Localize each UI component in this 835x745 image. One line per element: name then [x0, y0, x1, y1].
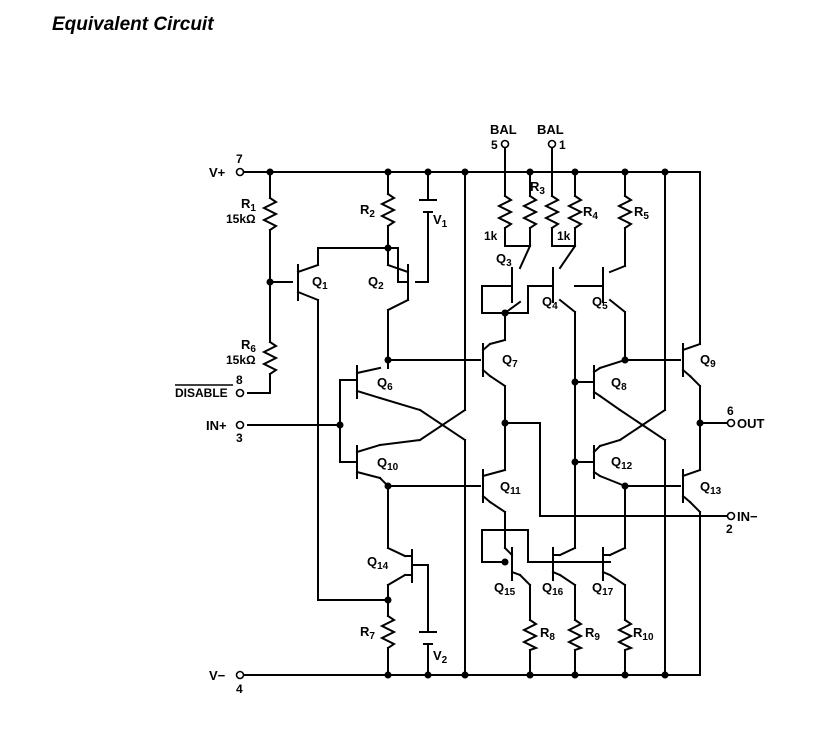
pin-disable-name: DISABLE: [175, 386, 228, 400]
junction-dots: [266, 168, 704, 679]
label-1k-right: 1k: [557, 229, 571, 243]
label-q4: Q4: [542, 294, 558, 312]
label-r10: R10: [633, 625, 654, 643]
pin-bal1-num: 1: [559, 138, 566, 152]
transistor-q16: [551, 547, 562, 581]
label-q7: Q7: [502, 352, 518, 370]
transistor-q15: [503, 546, 522, 581]
label-q5: Q5: [592, 294, 608, 312]
pin-inplus-name: IN+: [206, 418, 227, 433]
pin-out-num: 6: [727, 404, 734, 418]
label-q10: Q10: [377, 455, 399, 473]
pin-inminus-num: 2: [726, 522, 733, 536]
transistors: [296, 263, 702, 583]
label-1k-left: 1k: [484, 229, 498, 243]
pin-out-name: OUT: [737, 416, 765, 431]
resistor-r5: [616, 194, 634, 230]
label-r9: R9: [585, 625, 600, 643]
pin-inminus-name: IN−: [737, 509, 758, 524]
label-r7: R7: [360, 624, 375, 642]
label-q17: Q17: [592, 580, 614, 598]
label-r2: R2: [360, 202, 375, 220]
pin-vminus-num: 4: [236, 682, 243, 696]
wires: [247, 147, 729, 676]
pin-bal5-num: 5: [491, 138, 498, 152]
transistor-q5: [574, 267, 604, 303]
label-r4: R4: [583, 204, 598, 222]
transistor-q11: [481, 468, 507, 504]
transistor-q9: [681, 342, 702, 378]
transistor-q6: [355, 365, 382, 400]
resistor-r2: [379, 192, 397, 228]
transistor-q13: [681, 468, 702, 504]
resistors: [261, 192, 634, 652]
transistor-q17: [601, 547, 612, 581]
label-r8: R8: [540, 625, 555, 643]
label-r5: R5: [634, 204, 649, 222]
transistor-q1: [296, 263, 320, 302]
label-r3: R3: [530, 179, 545, 197]
resistor-r7: [379, 614, 397, 650]
pin-disable-num: 8: [236, 373, 243, 387]
label-r1: R1: [241, 196, 256, 214]
pin-terminals: [235, 139, 736, 680]
resistor-r4: [566, 194, 584, 230]
pin-bal1-name: BAL: [537, 122, 564, 137]
resistor-r1: [261, 196, 279, 232]
pin-vplus-num: 7: [236, 152, 243, 166]
transistor-q14: [404, 549, 413, 583]
pin-inplus-num: 3: [236, 431, 243, 445]
label-v1: V1: [433, 212, 448, 230]
label-v2: V2: [433, 648, 448, 666]
transistor-q7: [481, 342, 492, 378]
pin-labels: V+ 7 V− 4 DISABLE 8 IN+ 3 IN− 2 OUT 6 BA…: [175, 122, 765, 696]
component-labels: R1 15kΩ R6 15kΩ R2 R7 R3 R4 R5 R8 R9 R10…: [226, 179, 722, 666]
label-r6-value: 15kΩ: [226, 353, 256, 367]
label-q6: Q6: [377, 375, 393, 393]
resistor-r3: [521, 194, 539, 230]
label-q2: Q2: [368, 274, 384, 292]
label-q12: Q12: [611, 454, 633, 472]
page-title: Equivalent Circuit: [52, 14, 214, 35]
transistor-q8: [592, 365, 602, 399]
pin-vminus-name: V−: [209, 668, 226, 683]
source-v1: [419, 199, 437, 213]
resistor-r6: [261, 340, 279, 376]
label-q3: Q3: [496, 251, 512, 269]
transistor-q2: [386, 263, 410, 301]
label-q15: Q15: [494, 580, 516, 598]
resistor-bal5: [496, 194, 514, 230]
resistor-r10: [616, 618, 634, 652]
voltage-sources: [419, 199, 437, 645]
label-q16: Q16: [542, 580, 564, 598]
transistor-q12: [592, 444, 602, 479]
resistor-bal1: [543, 194, 561, 230]
resistor-r8: [521, 618, 539, 652]
transistor-q4: [527, 267, 554, 303]
pin-bal5-name: BAL: [490, 122, 517, 137]
label-q8: Q8: [611, 375, 627, 393]
source-v2: [419, 631, 437, 645]
label-q11: Q11: [500, 479, 521, 497]
transistor-q10: [355, 443, 382, 480]
label-r6: R6: [241, 337, 256, 355]
resistor-r9: [566, 618, 584, 652]
label-r1-value: 15kΩ: [226, 212, 256, 226]
label-q13: Q13: [700, 479, 722, 497]
label-q9: Q9: [700, 352, 716, 370]
transistor-q3: [504, 267, 513, 303]
label-q1: Q1: [312, 274, 328, 292]
pin-vplus-name: V+: [209, 165, 226, 180]
label-q14: Q14: [367, 554, 389, 572]
